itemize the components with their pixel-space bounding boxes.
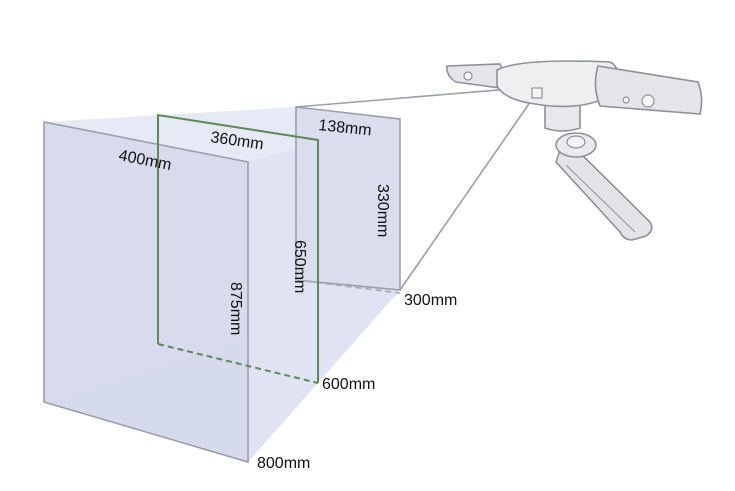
label-mid-distance: 600mm [322, 376, 375, 393]
scan-frustum [43, 86, 534, 464]
frustum-edge-top [295, 86, 534, 108]
scanner-mount [544, 103, 581, 132]
near-center-dashed [295, 279, 401, 294]
label-far-distance: 800mm [257, 455, 310, 472]
scanner-lens-left [463, 71, 473, 81]
scanner-right-arm [594, 65, 703, 115]
mid-plane-dashed-bottom [157, 343, 319, 384]
tripod-legs [555, 144, 653, 241]
label-near-height: 330mm [374, 184, 391, 237]
scanner-left-arm [446, 63, 504, 89]
far-plane [43, 121, 249, 464]
label-near-distance: 300mm [404, 292, 457, 309]
label-mid-height: 650mm [291, 240, 308, 293]
scanner-lens-right-large [641, 94, 655, 108]
mid-plane-frame [157, 113, 319, 384]
scanner-projector [531, 87, 543, 99]
3d-scanner-on-tripod-icon [446, 60, 703, 241]
scanner-lens-right-small [622, 96, 630, 104]
label-near-width: 138mm [318, 117, 373, 139]
frustum-edge-bottom [399, 97, 534, 291]
label-far-height: 875mm [227, 282, 244, 335]
